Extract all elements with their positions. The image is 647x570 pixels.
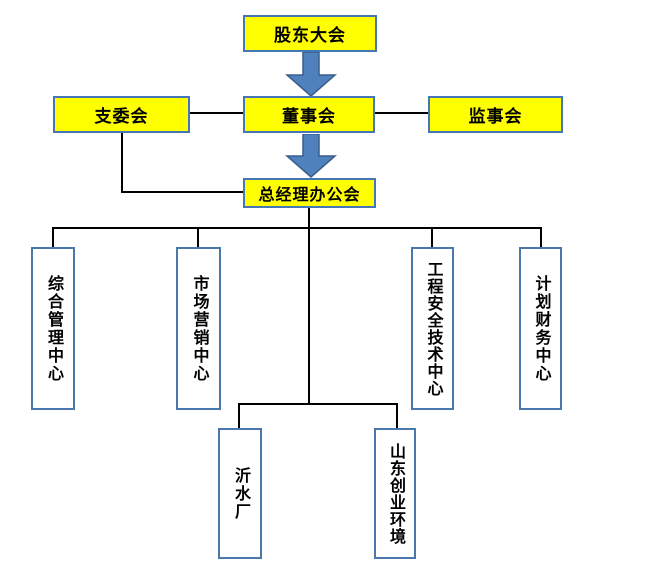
node-marketing-center: 市场营销中心 <box>176 247 221 410</box>
connector-drop-shandong <box>396 403 398 429</box>
node-engineering-safety-tech-center: 工程安全技术中心 <box>411 247 454 410</box>
node-shandong-chuangye-environment: 山东创业环境 <box>374 428 416 559</box>
connector-drop-general-management <box>52 227 54 248</box>
node-gm-office-meeting: 总经理办公会 <box>243 178 376 208</box>
connector-departments-bus <box>52 227 542 229</box>
node-general-management-center: 综合管理中心 <box>31 247 75 410</box>
node-board-of-directors: 董事会 <box>243 96 375 133</box>
connector-branch-to-board <box>190 112 243 114</box>
node-planning-finance-center: 计划财务中心 <box>519 247 562 410</box>
down-arrow-icon <box>285 134 337 178</box>
connector-drop-marketing <box>197 227 199 248</box>
connector-gm-office-trunk <box>308 208 310 405</box>
connector-subsidiaries-bus <box>238 403 398 405</box>
connector-branch-down <box>121 133 123 193</box>
down-arrow-icon <box>285 52 337 97</box>
node-branch-committee: 支委会 <box>53 96 190 133</box>
connector-drop-yishui-plant <box>238 403 240 429</box>
node-shareholders-meeting: 股东大会 <box>243 15 377 52</box>
connector-branch-to-gm-office <box>121 191 245 193</box>
connector-drop-engineering <box>431 227 433 248</box>
node-supervisory-board: 监事会 <box>428 96 563 133</box>
connector-board-to-supervisors <box>375 112 428 114</box>
node-yishui-plant: 沂水厂 <box>218 428 262 559</box>
connector-drop-finance <box>540 227 542 248</box>
